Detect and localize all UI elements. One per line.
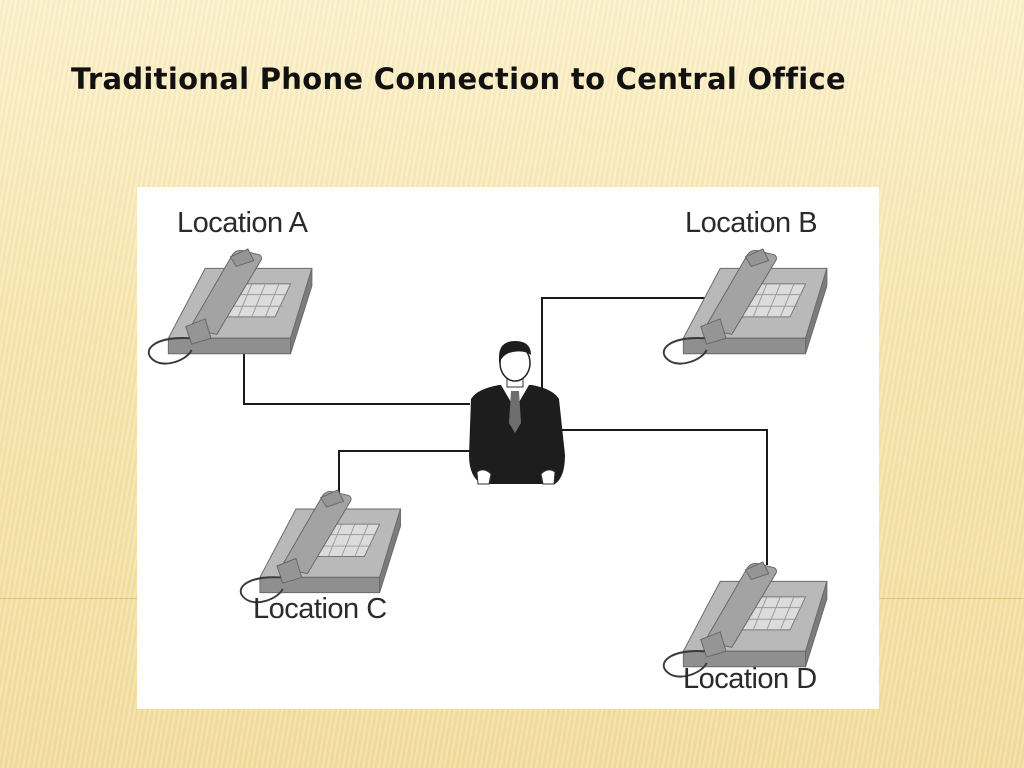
line-to-location-d — [562, 429, 768, 565]
location-d-label: Location D — [683, 663, 817, 695]
telephone-icon — [662, 248, 828, 365]
location-a-label: Location A — [177, 207, 308, 239]
telephone-icon — [239, 489, 402, 604]
location-b-label: Location B — [685, 207, 818, 239]
telephone-icon — [147, 248, 313, 365]
line-to-location-c — [338, 450, 470, 500]
line-to-location-a — [243, 342, 470, 405]
connection-lines — [243, 297, 768, 565]
slide-title: Traditional Phone Connection to Central … — [71, 62, 846, 96]
operator-person-icon — [469, 341, 565, 485]
telephone-icon — [662, 561, 828, 678]
phone-network-diagram: Location A Location B Location C Locatio… — [137, 187, 879, 709]
diagram-canvas — [147, 248, 828, 678]
location-c-label: Location C — [253, 593, 387, 625]
line-to-location-b — [541, 297, 707, 399]
